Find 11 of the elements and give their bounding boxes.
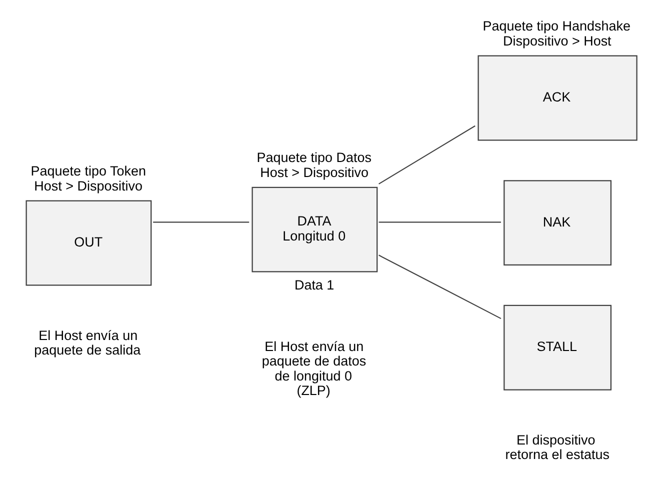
label: El Host envía un paquete de datos de longitud 0 (ZLP) <box>262 339 366 398</box>
connector <box>153 222 250 223</box>
connector <box>378 125 476 184</box>
node-label: Paquete tipo Handshake Dispositivo > Host <box>482 18 630 48</box>
connector <box>378 254 502 320</box>
connector <box>378 222 501 223</box>
node-label: Paquete tipo Token Host > Dispositivo <box>30 164 146 194</box>
node-label: Data 1 <box>294 277 334 292</box>
label: El dispositivo retorna el estatus <box>505 432 610 462</box>
node-label: Paquete tipo Datos Host > Dispositivo <box>256 150 372 180</box>
label: El Host envía un paquete de salida <box>34 328 141 358</box>
